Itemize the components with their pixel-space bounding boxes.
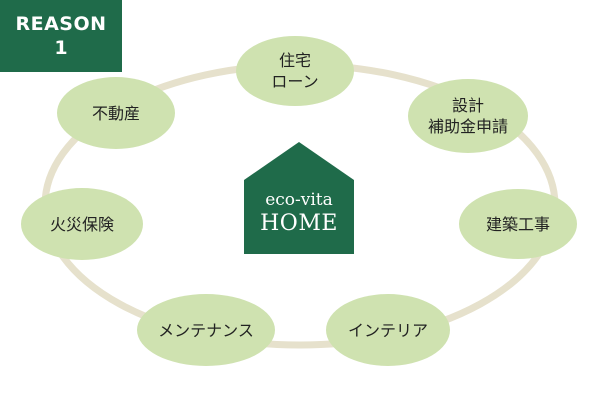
- reason-number: 1: [54, 37, 68, 59]
- node-label: 火災保険: [49, 214, 114, 234]
- logo-line1: eco-vita: [265, 190, 333, 210]
- node-maintenance: メンテナンス: [137, 294, 275, 366]
- node-label: 補助金申請: [427, 117, 508, 136]
- house-logo-icon: [244, 142, 354, 254]
- node-fire-insurance: 火災保険: [21, 188, 143, 260]
- node-label: ローン: [271, 72, 319, 91]
- node-design-subsidy: 設計 補助金申請: [408, 79, 528, 153]
- node-housing-loan: 住宅 ローン: [236, 36, 354, 106]
- node-construction: 建築工事: [459, 189, 577, 259]
- node-real-estate: 不動産: [57, 77, 175, 149]
- node-interior: インテリア: [326, 294, 450, 366]
- reason-badge: REASON 1: [0, 0, 122, 72]
- logo-line2: HOME: [260, 211, 338, 236]
- logo-text: eco-vita HOME: [244, 190, 354, 238]
- node-label: 建築工事: [485, 214, 550, 234]
- reason-label: REASON: [15, 13, 107, 35]
- node-label: 不動産: [91, 103, 140, 123]
- house-shape: [244, 142, 354, 254]
- node-label: メンテナンス: [158, 320, 254, 340]
- node-label: 設計: [451, 96, 484, 115]
- node-label: 住宅: [278, 51, 311, 70]
- node-label: インテリア: [347, 320, 428, 340]
